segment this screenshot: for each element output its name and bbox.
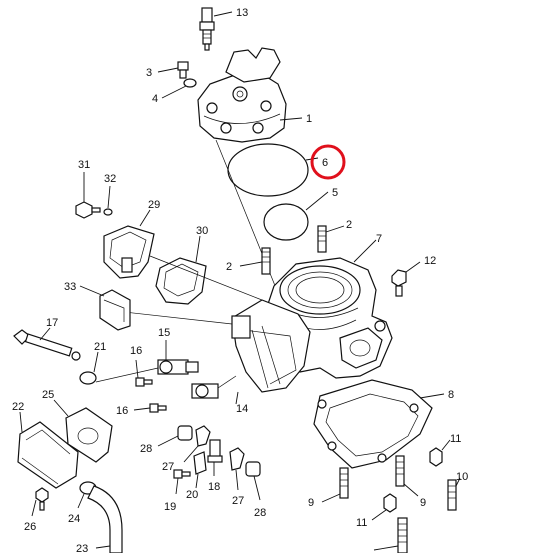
bolt-12 xyxy=(391,269,407,297)
gasket-25 xyxy=(65,407,113,463)
label-20: 20 xyxy=(186,489,198,501)
label-27-upper: 27 xyxy=(162,461,174,473)
washer-32 xyxy=(103,208,113,216)
stud-9-left xyxy=(339,467,349,499)
label-30: 30 xyxy=(196,225,208,237)
label-31: 31 xyxy=(78,159,90,171)
cylinder-head xyxy=(197,47,287,143)
label-33: 33 xyxy=(64,281,76,293)
spring-27-lower xyxy=(229,447,245,471)
label-8: 8 xyxy=(448,389,454,401)
head-gasket-large xyxy=(227,143,309,197)
label-29: 29 xyxy=(148,199,160,211)
label-4: 4 xyxy=(152,93,158,105)
screw-16-lower xyxy=(149,403,167,413)
link-18 xyxy=(207,439,223,463)
spark-plug xyxy=(199,7,215,51)
bracket-30 xyxy=(155,257,207,305)
nut-11-lower xyxy=(383,493,397,513)
label-14: 14 xyxy=(236,403,248,415)
collar-28-lower xyxy=(245,461,261,477)
label-32: 32 xyxy=(104,173,116,185)
bolt-26 xyxy=(35,487,49,511)
nut-11-right xyxy=(429,447,443,467)
head-gasket-small xyxy=(263,203,309,241)
screw-16-upper xyxy=(135,377,153,387)
label-27-lower: 27 xyxy=(232,495,244,507)
label-12: 12 xyxy=(424,255,436,267)
label-21: 21 xyxy=(94,341,106,353)
label-9-right: 9 xyxy=(420,497,426,509)
label-22: 22 xyxy=(12,401,24,413)
screw-19 xyxy=(173,469,191,479)
cap-22 xyxy=(17,421,79,489)
hose-23 xyxy=(87,485,123,554)
label-15: 15 xyxy=(158,327,170,339)
cover-33 xyxy=(99,289,131,331)
label-2-right: 2 xyxy=(346,219,352,231)
valve-housing xyxy=(231,299,311,393)
label-3: 3 xyxy=(146,67,152,79)
label-6: 6 xyxy=(322,157,328,169)
valve-15 xyxy=(157,359,199,375)
base-gasket xyxy=(313,379,433,469)
label-16-upper: 16 xyxy=(130,345,142,357)
label-2-left: 2 xyxy=(226,261,232,273)
washer xyxy=(183,78,197,88)
label-25: 25 xyxy=(42,389,54,401)
label-11-lower: 11 xyxy=(356,517,367,529)
label-23: 23 xyxy=(76,543,88,553)
label-18: 18 xyxy=(208,481,220,493)
stud-10 xyxy=(447,479,457,511)
label-13: 13 xyxy=(236,7,248,19)
label-5: 5 xyxy=(332,187,338,199)
stud-right xyxy=(317,225,327,253)
stud-left xyxy=(261,247,271,275)
label-10: 10 xyxy=(456,471,468,483)
label-1: 1 xyxy=(306,113,312,125)
spring-27-upper xyxy=(195,425,211,447)
label-7: 7 xyxy=(376,233,382,245)
bracket-29 xyxy=(103,225,155,279)
label-16-lower: 16 xyxy=(116,405,128,417)
label-28-upper: 28 xyxy=(140,443,152,455)
rod-17 xyxy=(13,329,81,361)
actuator xyxy=(191,375,237,399)
label-28-lower: 28 xyxy=(254,507,266,519)
label-19: 19 xyxy=(164,501,176,513)
stud-9-right xyxy=(395,455,405,487)
label-11-right: 11 xyxy=(450,433,461,445)
label-9-left: 9 xyxy=(308,497,314,509)
label-24: 24 xyxy=(68,513,80,525)
highlight-ring xyxy=(310,144,346,180)
stud-bottom xyxy=(397,517,408,554)
head-bolt xyxy=(177,61,189,79)
label-26: 26 xyxy=(24,521,36,533)
collar-28-upper xyxy=(177,425,193,441)
label-17: 17 xyxy=(46,317,58,329)
bolt-31 xyxy=(75,201,101,219)
plate-20 xyxy=(193,451,207,475)
ring-21 xyxy=(79,371,97,385)
